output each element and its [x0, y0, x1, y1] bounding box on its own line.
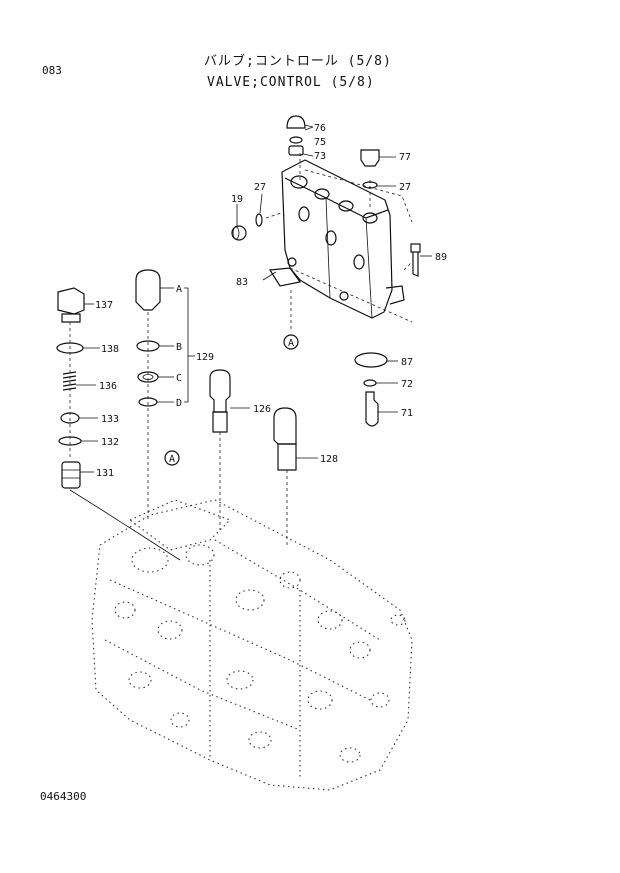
callout-87: 87 [401, 357, 413, 368]
part-27-ring-right [362, 181, 378, 189]
part-131-cartridge [61, 461, 94, 489]
callout-labels: 76 75 73 77 27 27 19 89 83 87 72 71 137 … [95, 123, 447, 479]
part-75-ring [289, 136, 303, 144]
part-129-relief-valve-assembly [135, 269, 195, 407]
callout-138: 138 [101, 344, 119, 355]
main-control-valve-body [91, 499, 413, 791]
drawing-number: 0464300 [40, 790, 87, 803]
callout-89: 89 [435, 252, 447, 263]
part-27-ring-left [255, 213, 263, 227]
reference-a-upper [283, 334, 299, 350]
page-number: 083 [42, 64, 62, 77]
callout-76: 76 [314, 123, 326, 134]
callout-72: 72 [401, 379, 413, 390]
callout-129: 129 [196, 352, 214, 363]
part-73-plug [288, 145, 314, 157]
title-english: VALVE;CONTROL (5/8) [207, 75, 375, 90]
part-76-cap [286, 115, 314, 129]
part-19-plug [231, 204, 247, 241]
part-72-ring [363, 379, 377, 387]
part-87-o-ring [354, 352, 388, 368]
callout-128: 128 [320, 454, 338, 465]
callout-B: B [176, 342, 182, 353]
reference-a-lower [164, 450, 180, 466]
callout-71: 71 [401, 408, 413, 419]
callout-133: 133 [101, 414, 119, 425]
callout-126: 126 [253, 404, 271, 415]
callout-19: 19 [231, 194, 243, 205]
callout-137: 137 [95, 300, 113, 311]
callout-77: 77 [399, 152, 411, 163]
callout-131: 131 [96, 468, 114, 479]
part-77-plug [360, 149, 396, 167]
part-126-valve [209, 369, 250, 433]
callout-27-right: 27 [399, 182, 411, 193]
title-japanese: バルブ;コントロール (5/8) [204, 54, 392, 69]
reference-a-lower-label: A [169, 454, 175, 465]
callout-D: D [176, 398, 182, 409]
callout-75: 75 [314, 137, 326, 148]
callout-136: 136 [99, 381, 117, 392]
callout-A: A [176, 284, 182, 295]
reference-a-upper-label: A [288, 338, 294, 349]
part-128-valve [273, 407, 318, 471]
part-137-relief-cap [57, 287, 94, 323]
valve-housing-83 [265, 150, 413, 330]
callout-83: 83 [236, 277, 248, 288]
part-89-bolt [410, 243, 432, 277]
part-136-spring [62, 371, 96, 391]
callout-132: 132 [101, 437, 119, 448]
callout-27-left: 27 [254, 182, 266, 193]
callout-73: 73 [314, 151, 326, 162]
callout-C: C [176, 373, 182, 384]
part-71-valve [365, 391, 398, 427]
